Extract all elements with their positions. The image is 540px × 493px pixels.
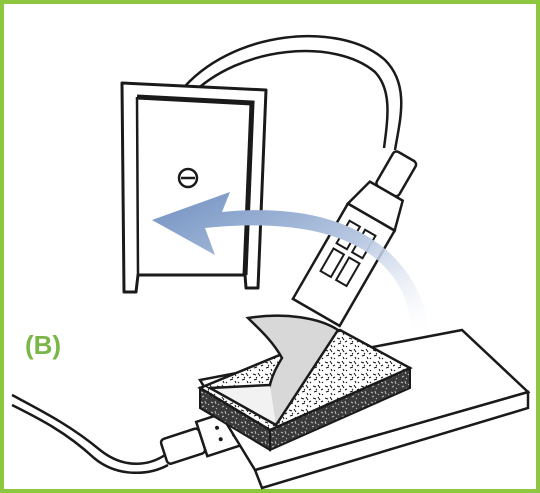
step-label: (B) xyxy=(25,330,61,361)
wall-holder xyxy=(122,83,266,292)
